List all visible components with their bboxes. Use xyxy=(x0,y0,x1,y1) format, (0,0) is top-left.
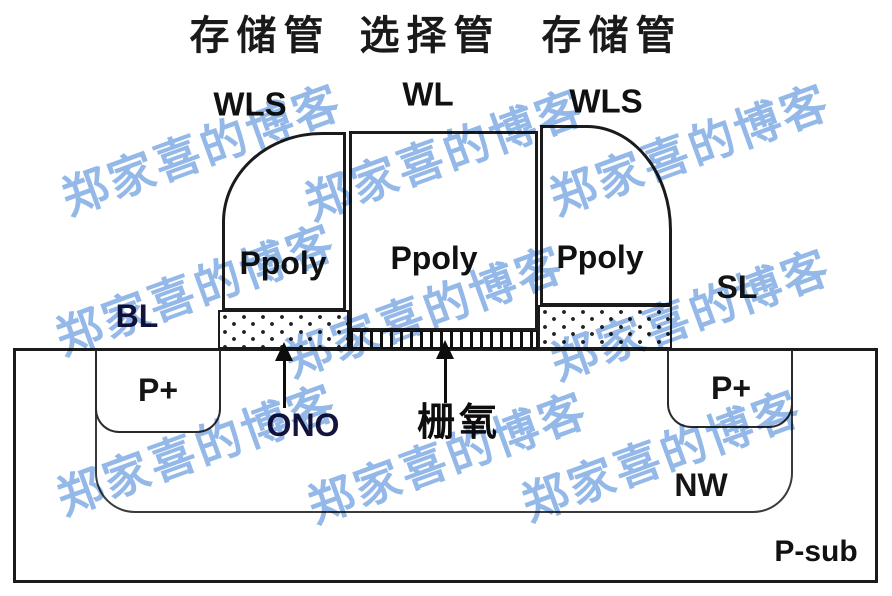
label-p-plus-right: P+ xyxy=(710,370,752,406)
label-ppoly-right: Ppoly xyxy=(556,239,644,275)
label-gate-oxide: 栅氧 xyxy=(416,402,502,444)
label-storage-transistor-right: 存储管 xyxy=(541,14,683,58)
label-wls-left: WLS xyxy=(213,85,287,123)
label-bitline: BL xyxy=(115,298,159,334)
ono-arrowhead-icon xyxy=(275,342,293,361)
label-wls-right: WLS xyxy=(569,82,643,120)
storage-gate-left xyxy=(222,132,346,311)
ono-layer-right xyxy=(538,305,672,349)
label-ppoly-middle: Ppoly xyxy=(390,240,478,276)
select-gate xyxy=(349,131,538,331)
n-well-outline xyxy=(95,350,793,513)
p-plus-region-left xyxy=(95,350,221,433)
gate-oxide-layer xyxy=(348,330,538,349)
label-wl: WL xyxy=(402,75,454,113)
label-p-plus-left: P+ xyxy=(137,372,179,408)
label-storage-transistor-left: 存储管 xyxy=(189,14,331,58)
label-ppoly-left: Ppoly xyxy=(239,245,327,281)
gate-oxide-arrowhead-icon xyxy=(436,340,454,359)
ono-arrow xyxy=(283,360,286,408)
p-plus-region-right xyxy=(667,350,793,428)
label-sourceline: SL xyxy=(716,269,758,305)
label-ono: ONO xyxy=(266,407,340,443)
label-n-well: NW xyxy=(674,467,728,503)
storage-gate-right xyxy=(540,125,672,306)
label-select-transistor: 选择管 xyxy=(359,14,501,58)
gate-oxide-arrow xyxy=(444,358,447,403)
label-p-substrate: P-sub xyxy=(774,535,858,568)
